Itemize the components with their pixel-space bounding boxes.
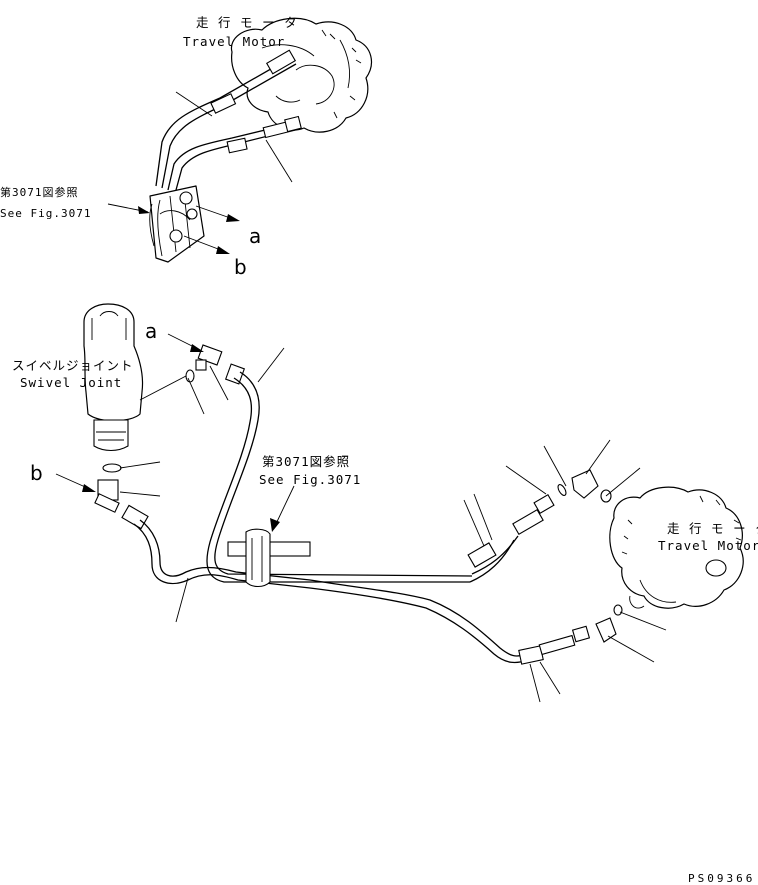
mid-leaders <box>55 333 285 497</box>
ref-top-en: See Fig.3071 <box>0 207 91 220</box>
ref-mid-jp: 第3071図参照 <box>262 454 350 469</box>
main-hoses <box>133 371 529 664</box>
travel-motor-right <box>609 486 744 609</box>
travel-motor-top <box>230 17 373 133</box>
marker-a-top: a <box>249 224 261 248</box>
top-leaders <box>107 91 293 254</box>
marker-b-top: b <box>234 255 247 279</box>
junction-block-top <box>149 185 205 263</box>
travel-motor-top-en: Travel Motor <box>183 34 285 49</box>
marker-a-bottom: a <box>145 319 157 343</box>
clamp-bundle <box>227 528 311 588</box>
travel-motor-top-jp: 走 行 モ ー タ <box>196 15 298 30</box>
marker-b-bottom: b <box>30 461 43 485</box>
swivel-joint <box>83 303 144 473</box>
swivel-joint-jp: スイベルジョイント <box>12 358 134 373</box>
right-upper-fittings <box>467 469 612 568</box>
right-lower-fittings <box>518 604 623 665</box>
ref-mid-en: See Fig.3071 <box>259 472 361 487</box>
right-leaders <box>175 439 667 703</box>
top-hoses <box>155 49 302 191</box>
drawing-code: PS09366 <box>688 872 755 885</box>
swivel-joint-en: Swivel Joint <box>20 375 122 390</box>
ref-top-jp: 第3071図参照 <box>0 185 79 199</box>
travel-motor-right-jp: 走 行 モ ー タ <box>667 521 758 536</box>
travel-motor-right-en: Travel Motor <box>658 538 758 553</box>
